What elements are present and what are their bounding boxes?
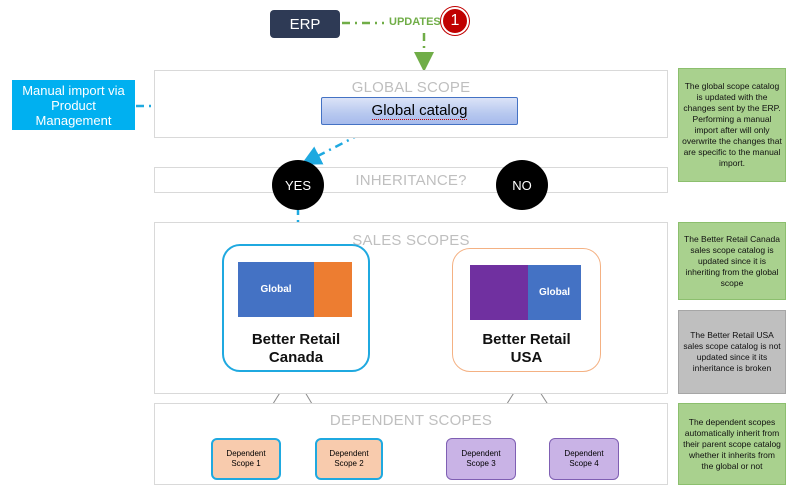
global-catalog-box: Global catalog bbox=[321, 97, 518, 125]
catalog-to-yes-line bbox=[301, 123, 379, 165]
usa-scope-name: Better Retail USA bbox=[482, 331, 571, 366]
dependent-scope-3: Dependent Scope 3 bbox=[446, 438, 516, 480]
note-global-scope: The global scope catalog is updated with… bbox=[678, 68, 786, 182]
canada-scope-box: Global Better Retail Canada bbox=[222, 244, 370, 372]
badge-1: 1 bbox=[441, 7, 469, 35]
usa-local-block bbox=[470, 265, 528, 320]
canada-local-block bbox=[314, 262, 352, 317]
updates-label: UPDATES bbox=[389, 16, 441, 28]
dependent-scope-2: Dependent Scope 2 bbox=[315, 438, 383, 480]
usa-global-block: Global bbox=[528, 265, 581, 320]
no-label: NO bbox=[512, 177, 532, 193]
inheritance-title: INHERITANCE? bbox=[355, 172, 467, 189]
note-usa-scope: The Better Retail USA sales scope catalo… bbox=[678, 310, 786, 394]
dependent-scope-4: Dependent Scope 4 bbox=[549, 438, 619, 480]
global-scope-title: GLOBAL SCOPE bbox=[351, 79, 471, 96]
canada-global-block: Global bbox=[238, 262, 314, 317]
dependent-scopes-title: DEPENDENT SCOPES bbox=[329, 412, 493, 429]
manual-import-box: Manual import via Product Management bbox=[12, 80, 135, 130]
manual-import-label: Manual import via Product Management bbox=[22, 82, 125, 128]
note-dependent-scopes: The dependent scopes automatically inher… bbox=[678, 403, 786, 485]
sales-scopes-title: SALES SCOPES bbox=[352, 232, 470, 249]
no-circle: NO bbox=[496, 160, 548, 210]
erp-label: ERP bbox=[289, 15, 321, 33]
canada-scope-name: Better Retail Canada bbox=[251, 331, 341, 366]
inheritance-band: INHERITANCE? bbox=[154, 167, 668, 193]
dependent-scope-1: Dependent Scope 1 bbox=[211, 438, 281, 480]
usa-scope-box: Global Better Retail USA bbox=[452, 248, 601, 372]
global-catalog-label: Global catalog bbox=[371, 102, 468, 120]
yes-circle: YES bbox=[272, 160, 324, 210]
erp-box: ERP bbox=[270, 10, 340, 38]
yes-label: YES bbox=[284, 177, 311, 193]
note-canada-scope: The Better Retail Canada sales scope cat… bbox=[678, 222, 786, 300]
